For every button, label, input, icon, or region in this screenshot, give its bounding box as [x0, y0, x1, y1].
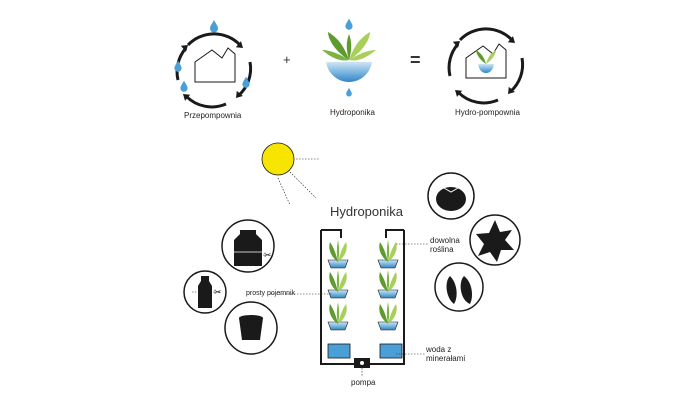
label-pump: pompa: [351, 378, 376, 387]
equals-sign: =: [410, 50, 421, 70]
label-water: woda z minerałami: [426, 345, 466, 363]
system-title: Hydroponika: [330, 204, 403, 219]
label-hydro-pompownia: Hydro-pompownia: [455, 108, 520, 117]
hydroponics-icon: [322, 18, 376, 97]
flower-icon: [469, 214, 521, 266]
hydro-pumping-station-icon: [447, 27, 525, 105]
svg-text:✂: ✂: [214, 287, 222, 297]
strawberry-icon: [434, 262, 484, 312]
label-hydroponika-top: Hydroponika: [330, 108, 375, 117]
water-jug-icon: [221, 219, 275, 273]
cup-icon: [224, 301, 278, 355]
leader-lines: [270, 243, 428, 376]
tomato-icon: [427, 172, 475, 220]
label-container: prosty pojemnik: [246, 290, 296, 297]
label-plant: dowolna roślina: [430, 236, 460, 254]
label-przepompownia: Przepompownia: [184, 111, 242, 120]
pumping-station-icon: [174, 20, 253, 109]
sun-icon: [261, 142, 320, 206]
hydroponic-towers: [320, 229, 405, 368]
left-top-plus: +: [283, 52, 291, 67]
svg-text:✂: ✂: [264, 250, 272, 260]
scissors-icon: ✂ ✂: [192, 250, 272, 297]
